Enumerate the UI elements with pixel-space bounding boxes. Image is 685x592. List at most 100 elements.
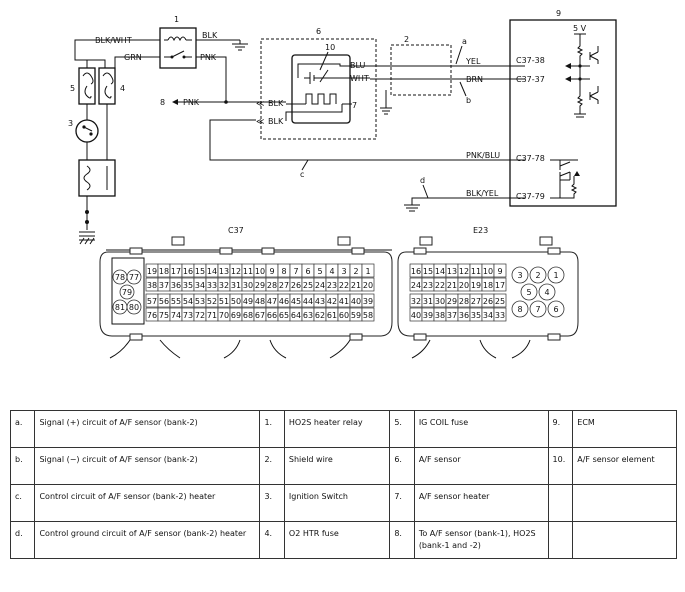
ignition-switch — [75, 119, 99, 143]
callout-d: d — [420, 176, 425, 185]
callout-a: a — [462, 37, 467, 46]
c37-pin: 53 — [195, 297, 205, 306]
terminal-c37-78: C37-78 — [516, 154, 545, 163]
e23-pin: 20 — [459, 281, 469, 290]
c37-pin: 60 — [339, 311, 349, 320]
main-fuse-box — [78, 159, 116, 197]
c37-pin: 56 — [159, 297, 169, 306]
c37-pin: 1 — [365, 267, 370, 276]
e23-pin-round: 4 — [544, 288, 549, 297]
c37-pin: 30 — [243, 281, 253, 290]
wire-pnk-blu — [209, 119, 525, 161]
c37-pin: 12 — [231, 267, 241, 276]
c37-pin: 50 — [231, 297, 241, 306]
e23-pin: 15 — [423, 267, 433, 276]
connector-e23-name: E23 — [473, 226, 488, 235]
e23-pin: 14 — [435, 267, 445, 276]
c37-pin: 31 — [231, 281, 241, 290]
c37-pin: 41 — [339, 297, 349, 306]
c37-pin: 7 — [293, 267, 298, 276]
c37-pin: 3 — [341, 267, 346, 276]
c37-pin: 62 — [315, 311, 325, 320]
e23-pin: 24 — [411, 281, 421, 290]
c37-pin: 64 — [291, 311, 301, 320]
legend-key: 6. — [389, 447, 415, 485]
e23-pin: 39 — [423, 311, 433, 320]
legend-key: 1. — [259, 410, 285, 448]
c37-pin: 33 — [207, 281, 217, 290]
legend-description: Shield wire — [283, 447, 391, 485]
c37-pin: 63 — [303, 311, 313, 320]
c37-pin: 72 — [195, 311, 205, 320]
c37-pin: 75 — [159, 311, 169, 320]
e23-pin: 25 — [495, 297, 505, 306]
e23-pin: 13 — [447, 267, 457, 276]
c37-pin: 10 — [255, 267, 265, 276]
c37-pin: 11 — [243, 267, 253, 276]
label-blk-a: BLK — [268, 99, 284, 108]
legend-row: d.Control ground circuit of A/F sensor (… — [9, 521, 677, 559]
c37-pin: 21 — [351, 281, 361, 290]
ecm-box — [509, 19, 617, 207]
svg-text:≪: ≪ — [256, 117, 264, 126]
c37-pin: 69 — [231, 311, 241, 320]
c37-pin: 14 — [207, 267, 217, 276]
c37-pin: 4 — [329, 267, 334, 276]
e23-pin: 30 — [435, 297, 445, 306]
callout-1: 1 — [174, 15, 179, 24]
c37-pin: 68 — [243, 311, 253, 320]
legend-description: Control circuit of A/F sensor (bank-2) h… — [34, 484, 261, 522]
c37-pin: 35 — [183, 281, 193, 290]
c37-pin: 71 — [207, 311, 217, 320]
e23-pin: 38 — [435, 311, 445, 320]
c37-pin-round: 77 — [129, 273, 139, 282]
c37-pin: 25 — [303, 281, 313, 290]
c37-pin: 17 — [171, 267, 181, 276]
c37-pin-round: 78 — [115, 273, 125, 282]
callout-10: 10 — [325, 43, 335, 52]
wire-pnk — [196, 56, 227, 102]
c37-pin: 39 — [363, 297, 373, 306]
legend-description: HO2S heater relay — [283, 410, 391, 448]
label-grn: GRN — [124, 53, 142, 62]
e23-pin: 27 — [471, 297, 481, 306]
c37-pin: 26 — [291, 281, 301, 290]
e23-pin: 31 — [423, 297, 433, 306]
legend-description: A/F sensor element — [572, 447, 677, 485]
callout-9: 9 — [556, 9, 561, 18]
c37-pin: 45 — [291, 297, 301, 306]
callout-8: 8 — [160, 98, 165, 107]
c37-pin: 47 — [267, 297, 277, 306]
c37-pin: 40 — [351, 297, 361, 306]
c37-pin-round: 80 — [129, 303, 139, 312]
legend-key: b. — [9, 447, 36, 485]
c37-pin: 9 — [269, 267, 274, 276]
c37-pin: 65 — [279, 311, 289, 320]
c37-pin: 22 — [339, 281, 349, 290]
label-blk-yel: BLK/YEL — [466, 189, 499, 198]
legend-key: c. — [9, 484, 36, 522]
c37-pin: 73 — [183, 311, 193, 320]
e23-pin: 9 — [497, 267, 502, 276]
e23-pin-round: 2 — [535, 271, 540, 280]
legend-key — [547, 484, 574, 522]
shield-wire — [390, 44, 452, 96]
wiring-diagram: BLK/WHT GRN 5 4 3 1 BLK PNK 8 — [68, 9, 617, 359]
e23-pin-round: 7 — [535, 305, 540, 314]
e23-pin-round: 6 — [553, 305, 558, 314]
af-sensor-element — [291, 54, 351, 124]
c37-pin: 76 — [147, 311, 157, 320]
c37-pin: 27 — [279, 281, 289, 290]
legend-description: Signal (−) circuit of A/F sensor (bank-2… — [34, 447, 261, 485]
label-wht: WHT — [350, 74, 369, 83]
e23-pin: 16 — [411, 267, 421, 276]
label-blk-relay: BLK — [202, 31, 218, 40]
e23-pin: 12 — [459, 267, 469, 276]
e23-pin: 10 — [483, 267, 493, 276]
c37-pin: 44 — [303, 297, 313, 306]
legend-description: Control ground circuit of A/F sensor (ba… — [34, 521, 261, 559]
wire-blk-wht — [74, 39, 160, 68]
c37-pin: 6 — [305, 267, 310, 276]
legend-key — [547, 521, 574, 559]
